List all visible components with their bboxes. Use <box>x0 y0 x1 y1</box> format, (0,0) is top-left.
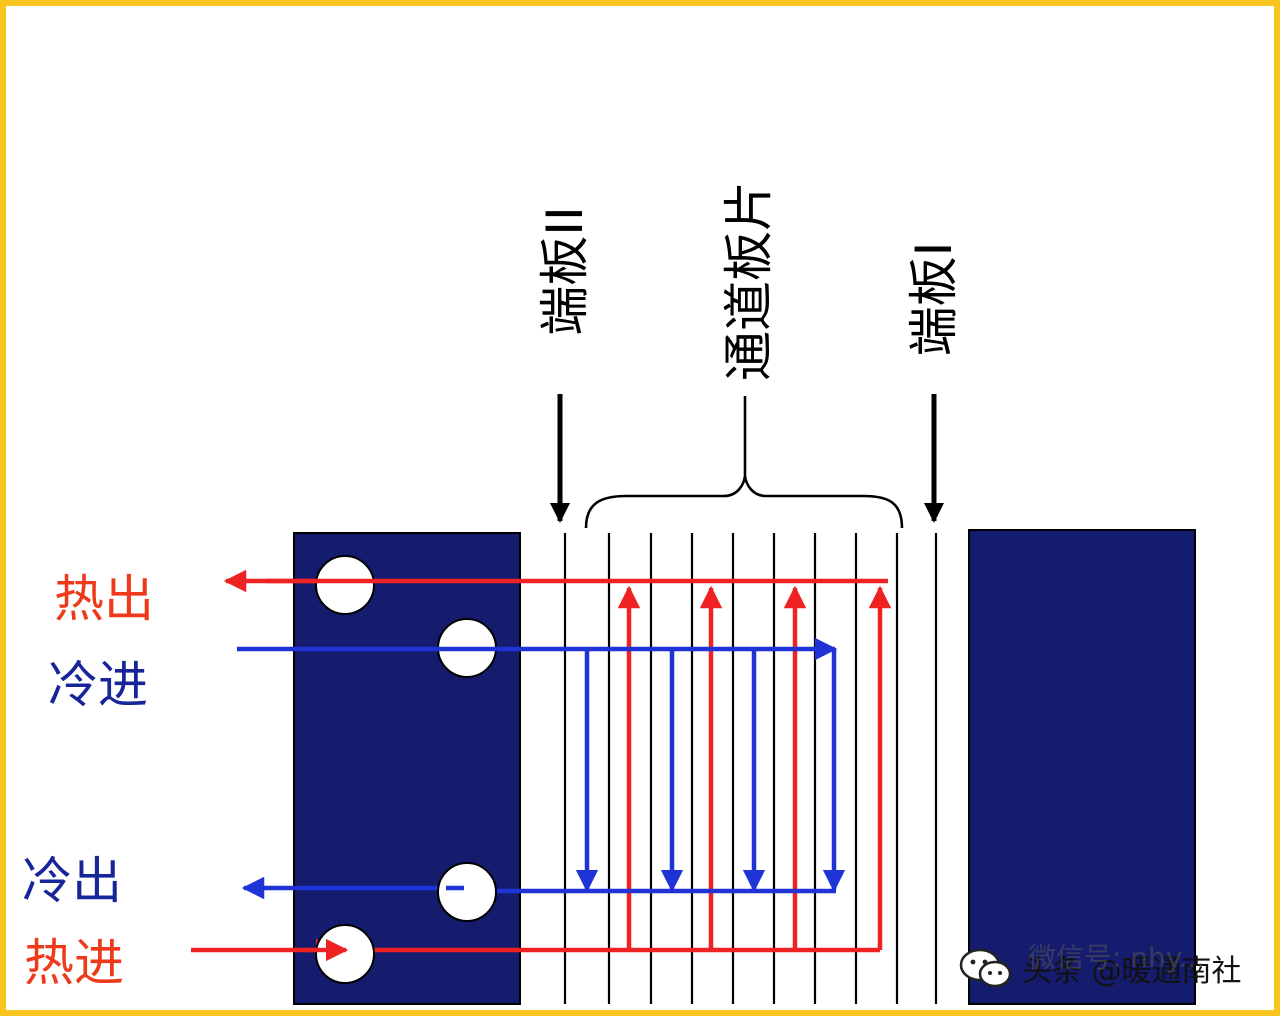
end-plate-right <box>968 529 1196 1005</box>
watermark-faint-text: 微信号: nhy... <box>1028 941 1206 974</box>
channel-plates-brace <box>584 396 904 529</box>
port-hot-out <box>315 555 375 615</box>
channel-plate-lines <box>563 533 938 1004</box>
channel-plates-label: 通道板片 <box>720 181 778 381</box>
cold-in-label: 冷进 <box>48 656 148 714</box>
wechat-icon <box>959 948 1012 988</box>
watermark: 头条 @暖通南社 微信号: nhy... <box>958 940 1242 996</box>
port-hot-in <box>315 924 375 984</box>
end-plate-2-label: 端板II <box>536 206 594 336</box>
plate-heat-exchanger-diagram <box>191 394 1196 1005</box>
watermark-text: 头条 @暖通南社 <box>1022 954 1242 989</box>
port-cold-out <box>437 862 497 922</box>
cold-out-label: 冷出 <box>22 852 122 910</box>
end-plate-1-label: 端板I <box>905 241 963 357</box>
hot-out-label: 热出 <box>54 570 154 628</box>
hot-in-label: 热进 <box>24 934 124 992</box>
